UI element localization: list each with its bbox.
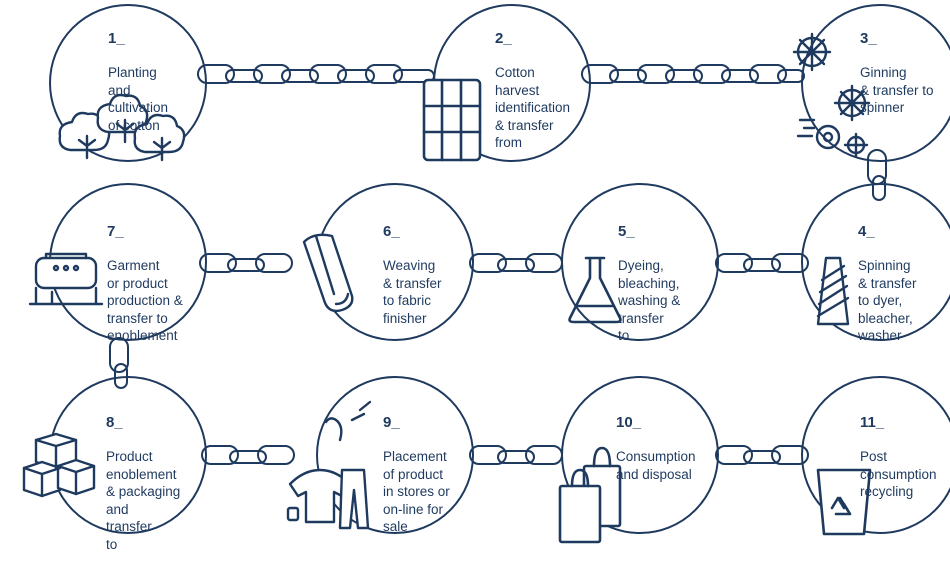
step-5-number: 5_	[618, 222, 635, 240]
boxes-icon	[22, 432, 96, 498]
step-3-circle	[801, 4, 950, 162]
diagram-canvas	[22, 4, 950, 544]
step-3-text: 3_ Ginning & transfer to spinner	[860, 12, 934, 134]
recycle-bin-icon	[816, 468, 872, 536]
step-11-number: 11_	[860, 413, 885, 431]
step-3-number: 3_	[860, 29, 877, 47]
step-7-text: 7_ Garment or product production & trans…	[107, 205, 183, 362]
step-6-label: Weaving & transfer to fabric finisher	[383, 258, 442, 326]
step-10-text: 10_ Consumption and disposal	[616, 396, 696, 501]
shopping-bags-icon	[558, 446, 622, 544]
cotton-bales-icon	[422, 78, 482, 162]
step-4-number: 4_	[858, 222, 875, 240]
step-8-number: 8_	[106, 413, 123, 431]
step-8-label: Product enoblement & packaging and trans…	[106, 449, 181, 552]
chain-6-7	[199, 253, 293, 273]
step-2-label: Cotton harvest identification & transfer…	[495, 65, 571, 150]
step-4-text: 4_ Spinning & transfer to dyer, bleacher…	[858, 205, 917, 362]
step-7-number: 7_	[107, 222, 124, 240]
fabric-roll-icon	[302, 233, 354, 313]
step-5-text: 5_ Dyeing, bleaching, washing & transfer…	[618, 205, 680, 362]
supply-chain-diagram: 1_ Planting and cultivation of cotton 2_…	[22, 4, 950, 552]
step-10-number: 10_	[616, 413, 642, 431]
chain-10-11	[715, 445, 809, 465]
step-1-text: 1_ Planting and cultivation of cotton	[108, 12, 168, 152]
chain-9-10	[469, 445, 563, 465]
chain-2-3	[581, 64, 805, 84]
step-2-text: 2_ Cotton harvest identification & trans…	[495, 12, 570, 169]
chain-8-9	[201, 445, 295, 465]
step-6-number: 6_	[383, 222, 400, 240]
sewing-machine-icon	[28, 252, 104, 306]
step-9-text: 9_ Placement of product in stores or on-…	[383, 396, 450, 553]
step-9-label: Placement of product in stores or on-lin…	[383, 449, 450, 534]
step-7-label: Garment or product production & transfer…	[107, 258, 183, 343]
step-6-text: 6_ Weaving & transfer to fabric finisher	[383, 205, 442, 345]
clothes-hanger-icon	[286, 400, 372, 530]
yarn-cone-icon	[816, 256, 850, 326]
step-5-label: Dyeing, bleaching, washing & transfer to	[618, 258, 681, 343]
chain-4-5	[715, 253, 809, 273]
ginning-gears-icon	[792, 32, 871, 158]
step-1-label: Planting and cultivation of cotton	[108, 65, 169, 133]
cotton-plant-icon	[58, 93, 186, 162]
chain-5-6	[469, 253, 563, 273]
chain-7-8	[109, 337, 129, 389]
step-1-number: 1_	[108, 29, 125, 47]
step-2-number: 2_	[495, 29, 512, 47]
step-9-number: 9_	[383, 413, 400, 431]
chain-1-2	[197, 64, 435, 84]
flask-icon	[568, 256, 622, 324]
step-11-circle	[801, 376, 950, 534]
step-11-label: Post consumption recycling	[860, 449, 937, 499]
step-4-label: Spinning & transfer to dyer, bleacher, w…	[858, 258, 917, 343]
step-9-circle	[316, 376, 474, 534]
step-3-label: Ginning & transfer to spinner	[860, 65, 934, 115]
step-8-text: 8_ Product enoblement & packaging and tr…	[106, 396, 180, 571]
step-11-text: 11_ Post consumption recycling	[860, 396, 937, 518]
chain-3-4	[867, 149, 887, 201]
step-10-label: Consumption and disposal	[616, 449, 696, 482]
